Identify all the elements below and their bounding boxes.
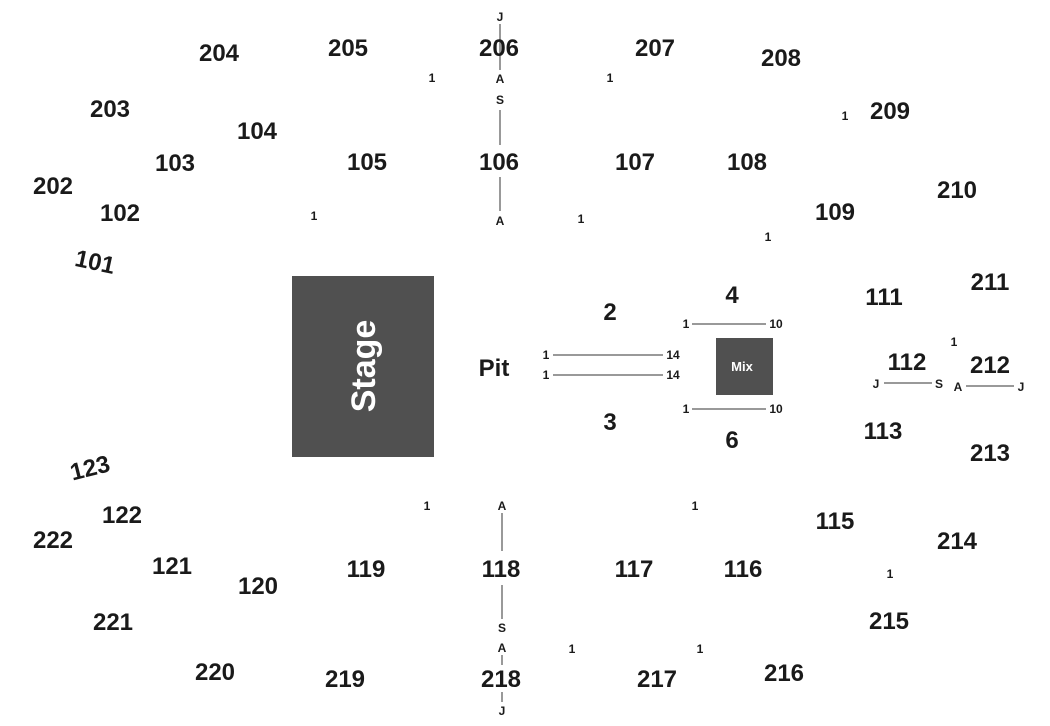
section-205[interactable]: 205	[328, 35, 368, 62]
section-101[interactable]: 101	[73, 245, 118, 280]
section-108[interactable]: 108	[727, 149, 767, 176]
section-103[interactable]: 103	[155, 150, 195, 177]
section-209[interactable]: 209	[870, 98, 910, 125]
row-marker: S	[496, 93, 504, 107]
row-marker: 1	[951, 335, 958, 349]
row-marker: J	[1018, 380, 1025, 394]
section-107[interactable]: 107	[615, 149, 655, 176]
section-218[interactable]: 218	[481, 666, 521, 693]
section-109[interactable]: 109	[815, 199, 855, 226]
section-123[interactable]: 123	[67, 451, 112, 487]
section-204[interactable]: 204	[199, 40, 240, 67]
section-202[interactable]: 202	[33, 173, 73, 200]
section-215[interactable]: 215	[869, 608, 909, 635]
mix-label: Mix	[731, 359, 753, 374]
section-115[interactable]: 115	[816, 508, 855, 535]
row-marker: J	[497, 10, 504, 24]
row-marker: J	[499, 704, 506, 718]
row-marker: A	[496, 72, 505, 86]
section-214[interactable]: 214	[937, 528, 978, 555]
row-marker: 1	[424, 499, 431, 513]
row-marker: 14	[666, 368, 680, 382]
section-121[interactable]: 121	[152, 553, 192, 580]
stage-label: Stage	[345, 320, 383, 413]
row-marker: 1	[569, 642, 576, 656]
section-2[interactable]: 2	[603, 299, 616, 326]
section-3[interactable]: 3	[603, 409, 616, 436]
section-6[interactable]: 6	[725, 427, 738, 454]
row-marker: 1	[683, 317, 690, 331]
row-marker: 1	[543, 348, 550, 362]
row-marker: S	[935, 377, 943, 391]
row-marker: 10	[769, 317, 783, 331]
row-marker: J	[873, 377, 880, 391]
row-marker: 14	[666, 348, 680, 362]
row-marker: 1	[842, 109, 849, 123]
section-220[interactable]: 220	[195, 659, 235, 686]
section-116[interactable]: 116	[724, 556, 763, 583]
section-213[interactable]: 213	[970, 440, 1010, 467]
row-marker: 1	[765, 230, 772, 244]
section-119[interactable]: 119	[347, 556, 386, 583]
section-113[interactable]: 113	[864, 418, 903, 445]
section-222[interactable]: 222	[33, 527, 73, 554]
section-104[interactable]: 104	[237, 118, 278, 145]
section-217[interactable]: 217	[637, 666, 677, 693]
row-marker: A	[498, 499, 507, 513]
row-marker: 10	[769, 402, 783, 416]
section-120[interactable]: 120	[238, 573, 278, 600]
row-marker: A	[954, 380, 963, 394]
section-122[interactable]: 122	[102, 502, 142, 529]
section-102[interactable]: 102	[100, 200, 140, 227]
section-221[interactable]: 221	[93, 609, 133, 636]
row-marker: 1	[429, 71, 436, 85]
row-marker: 1	[887, 567, 894, 581]
section-203[interactable]: 203	[90, 96, 130, 123]
section-206[interactable]: 206	[479, 35, 519, 62]
section-216[interactable]: 216	[764, 660, 804, 687]
row-marker: 1	[543, 368, 550, 382]
section-210[interactable]: 210	[937, 177, 977, 204]
mix-block	[716, 338, 773, 395]
section-106[interactable]: 106	[479, 149, 519, 176]
section-208[interactable]: 208	[761, 45, 801, 72]
section-105[interactable]: 105	[347, 149, 387, 176]
row-marker: 1	[692, 499, 699, 513]
section-118[interactable]: 118	[482, 556, 521, 583]
row-marker: 1	[697, 642, 704, 656]
pit-label: Pit	[479, 355, 510, 382]
row-marker: A	[498, 641, 507, 655]
row-marker: 1	[607, 71, 614, 85]
row-marker: A	[496, 214, 505, 228]
section-211[interactable]: 211	[971, 269, 1010, 296]
section-117[interactable]: 117	[615, 556, 654, 583]
section-212[interactable]: 212	[970, 352, 1010, 379]
section-4[interactable]: 4	[725, 282, 739, 309]
section-219[interactable]: 219	[325, 666, 365, 693]
row-marker: S	[498, 621, 506, 635]
section-112[interactable]: 112	[888, 349, 927, 376]
row-marker: 1	[683, 402, 690, 416]
section-111[interactable]: 111	[865, 284, 902, 311]
section-207[interactable]: 207	[635, 35, 675, 62]
row-marker: 1	[578, 212, 585, 226]
row-marker: 1	[311, 209, 318, 223]
stage-block	[292, 276, 434, 457]
